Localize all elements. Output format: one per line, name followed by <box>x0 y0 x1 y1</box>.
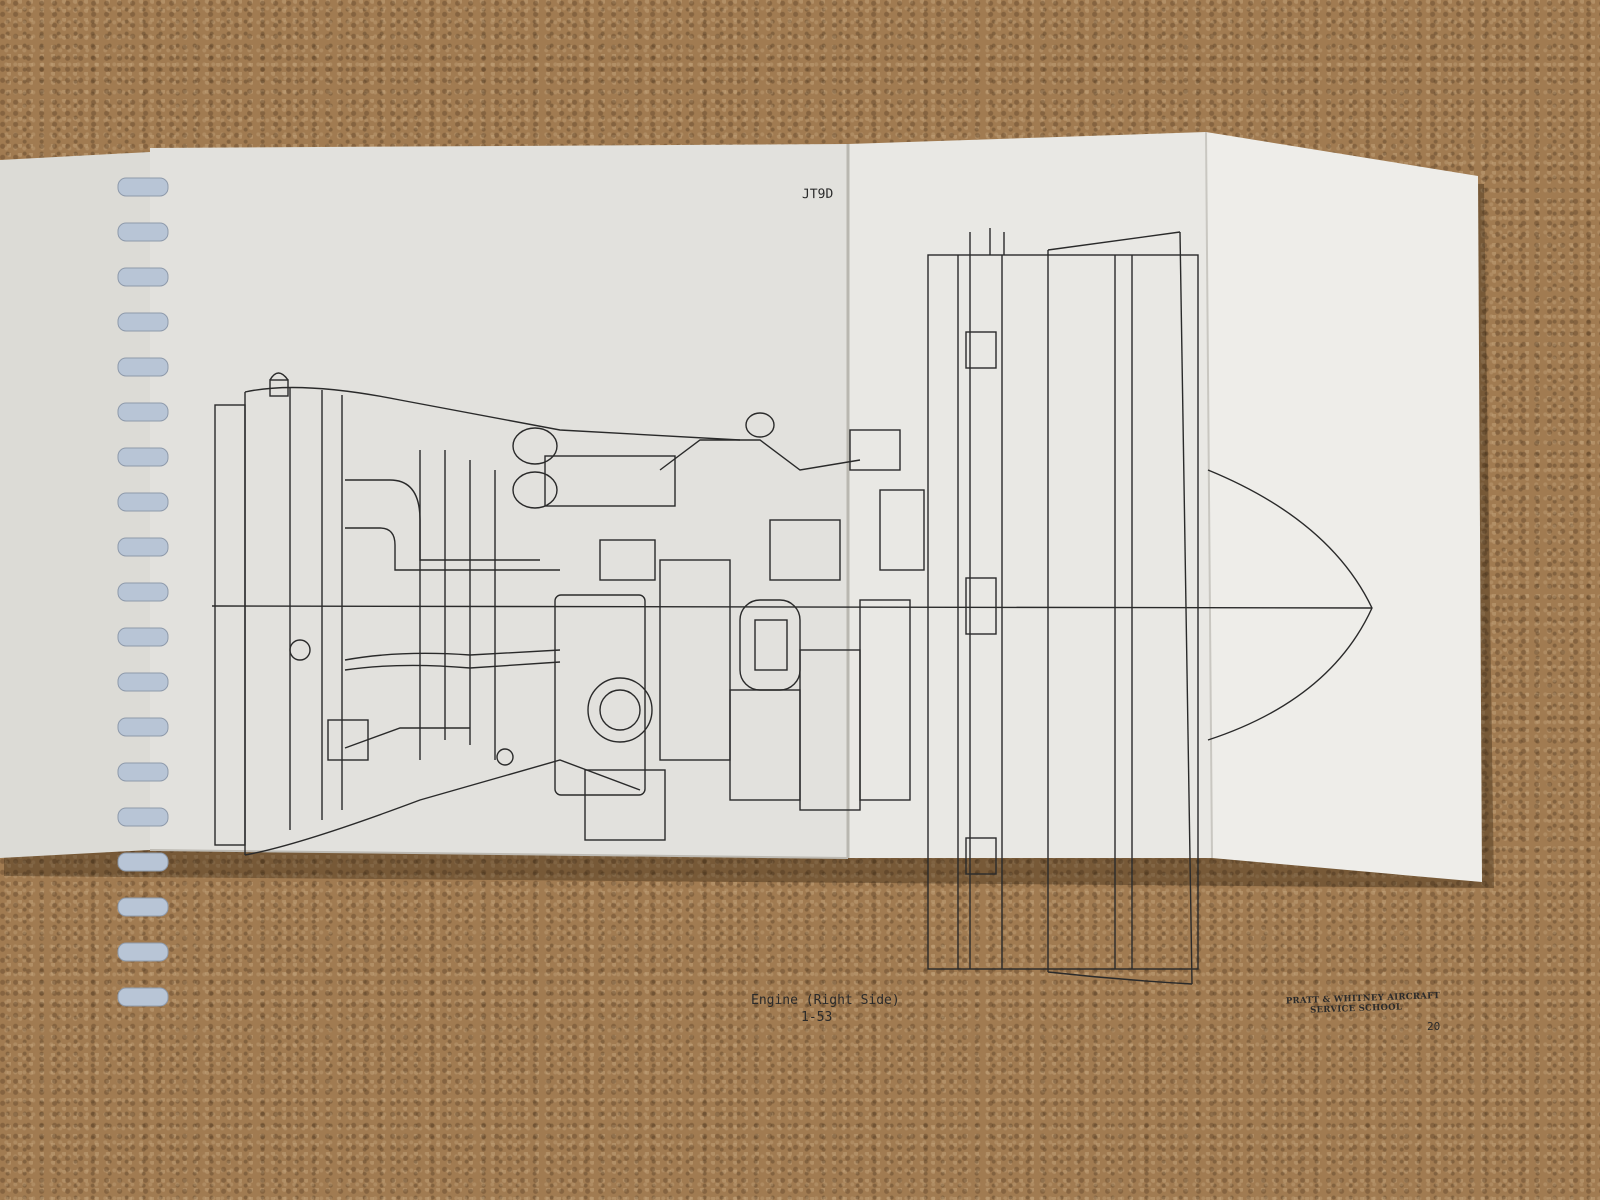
engine-line-drawing <box>211 228 1373 985</box>
right-page <box>848 132 1212 858</box>
spiral-binding <box>117 177 169 1007</box>
figure-caption-title: Engine (Right Side) <box>751 993 900 1008</box>
engine-model-header: JT9D <box>801 186 834 203</box>
page-number: 20 <box>1427 1020 1441 1033</box>
left-page <box>150 144 848 858</box>
figure-number: 1-53 <box>801 1010 833 1025</box>
left-under-page <box>0 152 150 858</box>
foldout-flap <box>1206 132 1482 882</box>
